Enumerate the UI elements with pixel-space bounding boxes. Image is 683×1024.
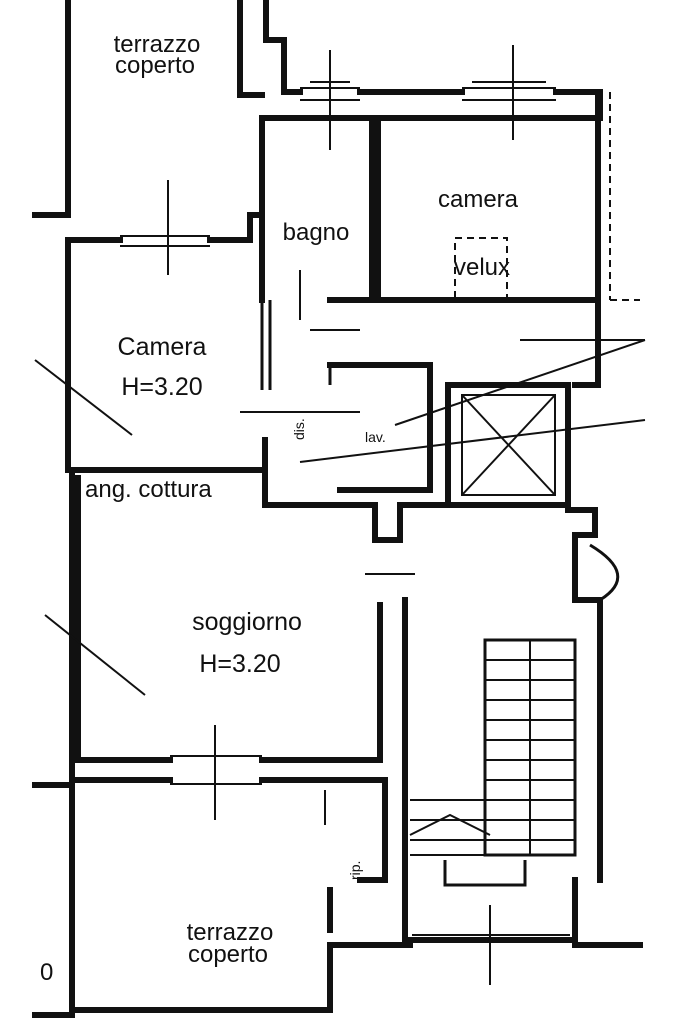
bedroom-left-height: H=3.20	[121, 373, 202, 401]
terrace-bottom-label-line1: terrazzo	[187, 919, 274, 946]
bathroom-label: bagno	[283, 219, 350, 246]
kitchenette-label: ang. cottura	[85, 476, 212, 503]
laundry-label: lav.	[365, 429, 386, 445]
bedroom-right-label: camera	[438, 186, 519, 213]
staircase	[409, 543, 620, 887]
hall-label: dis.	[291, 418, 307, 440]
edge-mark: 0	[40, 959, 53, 986]
living-label: soggiorno	[192, 608, 302, 636]
lift-shaft	[461, 394, 556, 496]
exterior-walls	[32, 0, 643, 1018]
window-marks	[120, 45, 570, 985]
terrace-bottom-label-line2: coperto	[188, 941, 268, 968]
bedroom-left-label: Camera	[118, 333, 207, 361]
section-lines	[34, 329, 646, 825]
dashed-outlines	[454, 92, 640, 301]
storage-label: rip.	[347, 861, 363, 880]
living-height: H=3.20	[199, 650, 280, 678]
room-labels: terrazzo coperto bagno camera velux Came…	[40, 31, 519, 986]
skylight-label: velux	[454, 254, 510, 281]
terrace-top-label-line2: coperto	[115, 52, 195, 79]
terrace-top-label-line1: terrazzo	[114, 31, 201, 58]
